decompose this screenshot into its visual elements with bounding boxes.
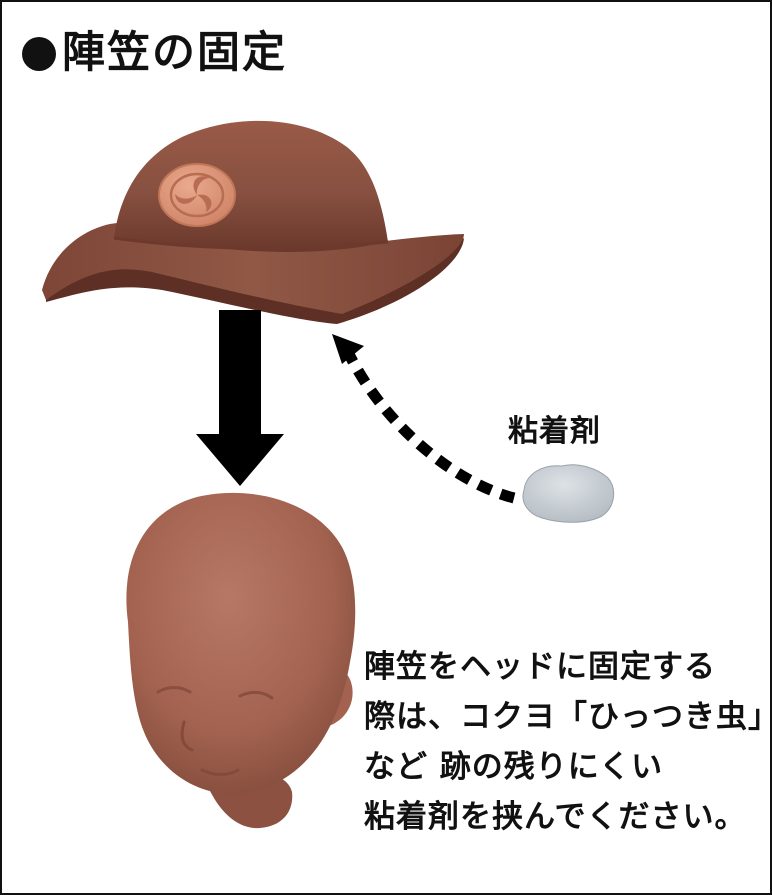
hat-crown-rim xyxy=(113,236,389,250)
instruction-line: 際は、コクヨ「ひっつき虫」 xyxy=(364,699,772,735)
adhesive-putty xyxy=(522,464,615,523)
page-title-text: 陣笠の固定 xyxy=(62,28,287,78)
dotted-curved-arrow-icon xyxy=(332,334,516,504)
instruction-text: 陣笠をヘッドに固定する 際は、コクヨ「ひっつき虫」 など 跡の残りにくい 粘着剤… xyxy=(364,642,772,842)
instruction-line: など 跡の残りにくい xyxy=(364,749,664,785)
hat-crown xyxy=(114,120,388,252)
adhesive-label: 粘着剤 xyxy=(508,414,601,449)
page-title: 陣笠の固定 xyxy=(22,32,287,75)
arrow-down-icon xyxy=(196,310,284,486)
jingasa-hat xyxy=(42,120,464,324)
instruction-line: 粘着剤を挟んでください。 xyxy=(364,799,747,835)
bullet-icon xyxy=(22,37,56,71)
doll-head xyxy=(126,492,356,829)
head-shape xyxy=(126,492,356,794)
mitsudomoe-crest-icon xyxy=(158,163,236,227)
instruction-line: 陣笠をヘッドに固定する xyxy=(364,649,716,685)
